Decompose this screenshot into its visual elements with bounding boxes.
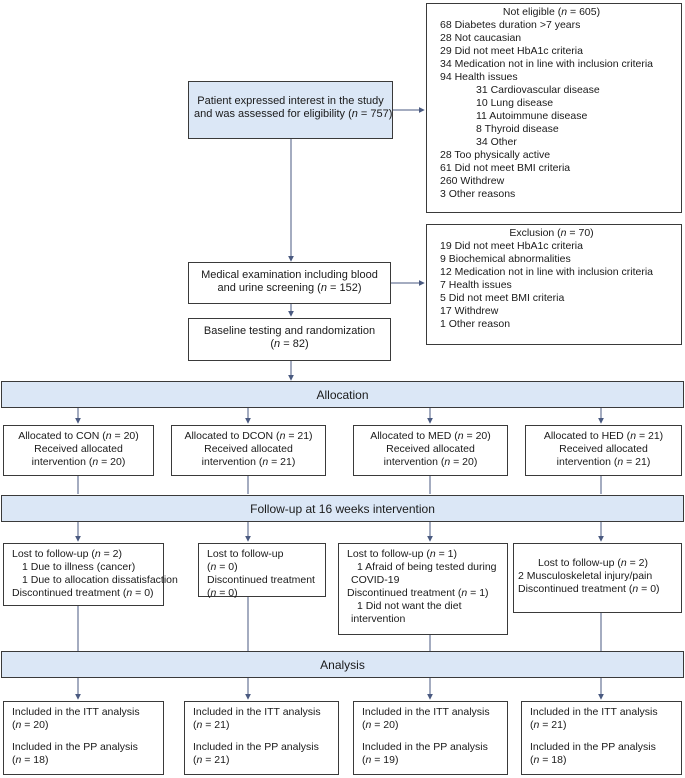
assessed-for-eligibility-box: Patient expressed interest in the study …: [188, 81, 393, 139]
not-eligible-item: 94 Health issues: [440, 71, 518, 83]
health-subitem: 31 Cardiovascular disease: [476, 84, 600, 96]
analysis-box-med: Included in the ITT analysis (n = 20) In…: [353, 701, 508, 775]
health-subitem: 8 Thyroid disease: [476, 123, 559, 135]
not-eligible-item: 29 Did not meet HbA1c criteria: [440, 45, 583, 57]
analysis-banner: Analysis: [1, 651, 684, 678]
followup-box-con: Lost to follow-up (n = 2) 1 Due to illne…: [3, 543, 178, 606]
not-eligible-item: 260 Withdrew: [440, 175, 505, 187]
exclusion-item: 5 Did not meet BMI criteria: [440, 292, 565, 304]
followup-banner: Follow-up at 16 weeks intervention: [1, 495, 684, 522]
medical-examination-box: Medical examination including blood and …: [188, 262, 391, 304]
allocation-box-med: Allocated to MED (n = 20) Received alloc…: [353, 425, 508, 476]
not-eligible-item: 61 Did not meet BMI criteria: [440, 162, 571, 174]
not-eligible-item: 34 Medication not in line with inclusion…: [440, 58, 654, 70]
health-subitem: 10 Lung disease: [476, 97, 554, 109]
not-eligible-item: 28 Not caucasian: [440, 32, 522, 44]
analysis-box-hed: Included in the ITT analysis (n = 21) In…: [521, 701, 682, 775]
exclusion-item: 19 Did not meet HbA1c criteria: [440, 240, 583, 252]
not-eligible-item: 28 Too physically active: [440, 149, 551, 161]
not-eligible-box: Not eligible (n = 605) 68 Diabetes durat…: [426, 3, 682, 213]
allocation-box-hed: Allocated to HED (n = 21) Received alloc…: [525, 425, 682, 476]
not-eligible-item: 68 Diabetes duration >7 years: [440, 19, 581, 31]
analysis-box-dcon: Included in the ITT analysis (n = 21) In…: [184, 701, 339, 775]
allocation-box-con: Allocated to CON (n = 20) Received alloc…: [3, 425, 154, 476]
exclusion-item: 1 Other reason: [440, 318, 511, 330]
followup-box-med: Lost to follow-up (n = 1) 1 Afraid of be…: [338, 543, 508, 635]
followup-box-hed: Lost to follow-up (n = 2) 2 Musculoskele…: [513, 543, 682, 613]
followup-box-dcon: Lost to follow-up (n = 0) Discontinued t…: [198, 543, 326, 599]
exclusion-box: Exclusion (n = 70) 19 Did not meet HbA1c…: [426, 224, 682, 345]
exclusion-item: 9 Biochemical abnormalities: [440, 253, 571, 265]
allocation-banner: Allocation: [1, 381, 684, 408]
health-subitem: 11 Autoimmune disease: [476, 110, 588, 122]
exclusion-item: 17 Withdrew: [440, 305, 499, 317]
exclusion-item: 7 Health issues: [440, 279, 512, 291]
exclusion-item: 12 Medication not in line with inclusion…: [440, 266, 654, 278]
baseline-randomization-box: Baseline testing and randomization (n = …: [188, 318, 391, 361]
health-subitem: 34 Other: [476, 136, 517, 148]
allocation-box-dcon: Allocated to DCON (n = 21) Received allo…: [171, 425, 326, 476]
not-eligible-item: 3 Other reasons: [440, 188, 516, 200]
analysis-box-con: Included in the ITT analysis (n = 20) In…: [3, 701, 164, 775]
